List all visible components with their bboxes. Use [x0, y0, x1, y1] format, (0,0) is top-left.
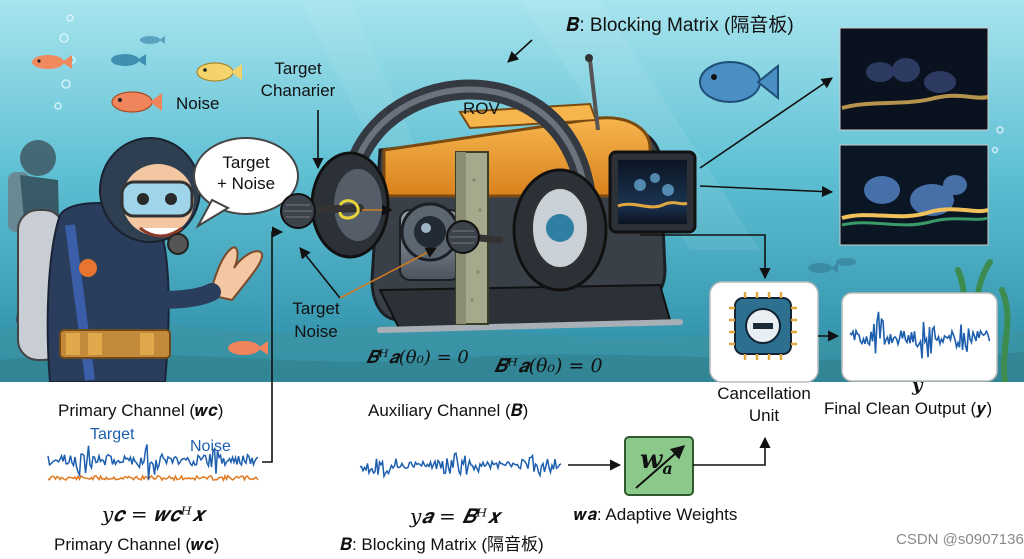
auxiliary-channel-title: Auxiliary Channel (𝑩)	[368, 401, 529, 420]
speech-bubble-line-2: + Noise	[216, 174, 276, 193]
primary-channel-title: Primary Channel (𝒘𝒄)	[58, 401, 224, 420]
cancellation-label-line-1: Cancellation	[717, 384, 811, 403]
speech-bubble-line-1: Target	[222, 153, 270, 172]
chip-icon	[729, 292, 797, 360]
minus-icon	[753, 323, 773, 329]
blocking-matrix-title: 𝑩: Blocking Matrix (隔音板)	[566, 15, 794, 36]
primary-target-waveform	[47, 444, 259, 480]
cancellation-label-line-2: Unit	[748, 406, 780, 425]
fish-icon	[32, 36, 856, 355]
adaptive-weights-box	[624, 436, 694, 496]
primary-channel-footer: Primary Channel (𝒘𝒄)	[54, 535, 220, 554]
clean-output-waveform	[849, 311, 991, 359]
constraint-left: 𝑩ᴴ𝒂(θ₀) = 0	[366, 347, 469, 368]
sonar-screen-icon	[608, 150, 697, 234]
speech-bubble	[193, 137, 299, 229]
sonar-image-blurry	[839, 27, 989, 131]
arrow-icon	[262, 226, 284, 463]
diver-icon	[17, 137, 264, 383]
primary-target-label: Target	[90, 426, 135, 443]
cancellation-unit	[709, 281, 819, 383]
auxiliary-channel-footer: 𝑩: Blocking Matrix (隔音板)	[340, 535, 544, 554]
microphone-icon	[280, 193, 504, 254]
lower-panel	[0, 382, 1024, 559]
weights-symbol: wa	[640, 445, 673, 479]
output-symbol: 𝒚	[912, 375, 923, 396]
auxiliary-waveform	[359, 452, 562, 480]
primary-noise-label: Noise	[190, 438, 231, 455]
target-noise-label-line-2: Noise	[294, 322, 338, 341]
target-noise-label-line-1: Target	[292, 299, 340, 318]
auxiliary-equation: y𝒂 = 𝑩ᴴ𝒙	[410, 504, 501, 528]
adaptive-weights-caption: 𝒘𝒂: Adaptive Weights	[574, 505, 738, 524]
watermark: CSDN @s0907136	[896, 531, 1024, 548]
rov-label: ROV	[463, 99, 500, 118]
target-channel-label-line-1: Target	[274, 59, 322, 78]
connector-arrows	[262, 39, 840, 471]
target-channel-label-line-2: Chanarier	[260, 81, 336, 100]
noise-fish-label: Noise	[176, 94, 220, 113]
final-output-box	[841, 292, 998, 382]
primary-noise-waveform	[47, 473, 259, 483]
final-output-caption: Final Clean Output (𝒚)	[824, 399, 993, 418]
sonar-image-clean	[839, 144, 989, 246]
primary-equation: y𝒄 = 𝒘𝒄ᴴ𝒙	[102, 502, 205, 526]
constraint-right: 𝑩ᴴ𝒂(θ₀) = 0	[494, 355, 603, 377]
